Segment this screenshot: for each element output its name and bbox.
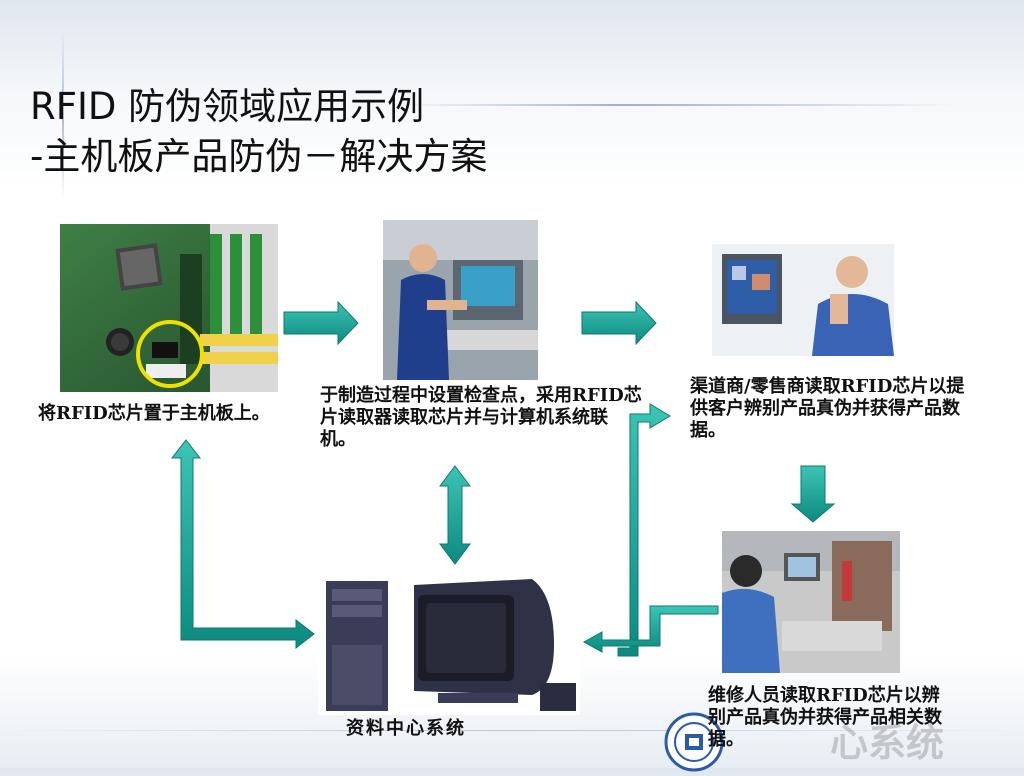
motherboard-photo: [60, 224, 278, 392]
watermark-text: 心系统: [830, 721, 945, 765]
technician-photo: [722, 531, 900, 673]
decorative-horizontal-line: [400, 104, 960, 106]
caption-data-center: 资料中心系统: [346, 718, 466, 739]
data-center-computer: [318, 575, 580, 715]
arrow-step1-computer: [170, 439, 315, 650]
caption-step4: 维修人员读取RFID芯片以辨别产品真伪并获得产品相关数据。: [708, 685, 942, 750]
title-line-1: RFID 防伪领域应用示例: [30, 85, 425, 128]
decorative-vertical-line: [62, 30, 64, 200]
caption-step1: 将RFID芯片置于主机板上。: [38, 403, 270, 424]
arrow-step3-to-step4: [790, 465, 836, 523]
title-line-2: -主机板产品防伪－解决方案: [30, 135, 488, 178]
slide-title: RFID 防伪领域应用示例 -主机板产品防伪－解决方案: [30, 82, 487, 182]
arrow-technician-computer: [582, 605, 719, 653]
retailer-photo: [712, 244, 894, 356]
factory-worker-photo: [383, 220, 538, 380]
arrow-computer-step3: [617, 403, 671, 657]
university-seal-logo: [664, 712, 724, 772]
decorative-bottom-line: [0, 730, 1024, 731]
arrow-step2-computer: [439, 465, 471, 565]
arrow-step1-to-step2: [283, 300, 359, 346]
caption-step2: 于制造过程中设置检查点，采用RFID芯片读取器读取芯片并与计算机系统联机。: [320, 385, 642, 450]
arrow-step2-to-step3: [581, 300, 657, 346]
caption-step3: 渠道商/零售商读取RFID芯片以提供客户辨别产品真伪并获得产品数据。: [690, 376, 965, 441]
